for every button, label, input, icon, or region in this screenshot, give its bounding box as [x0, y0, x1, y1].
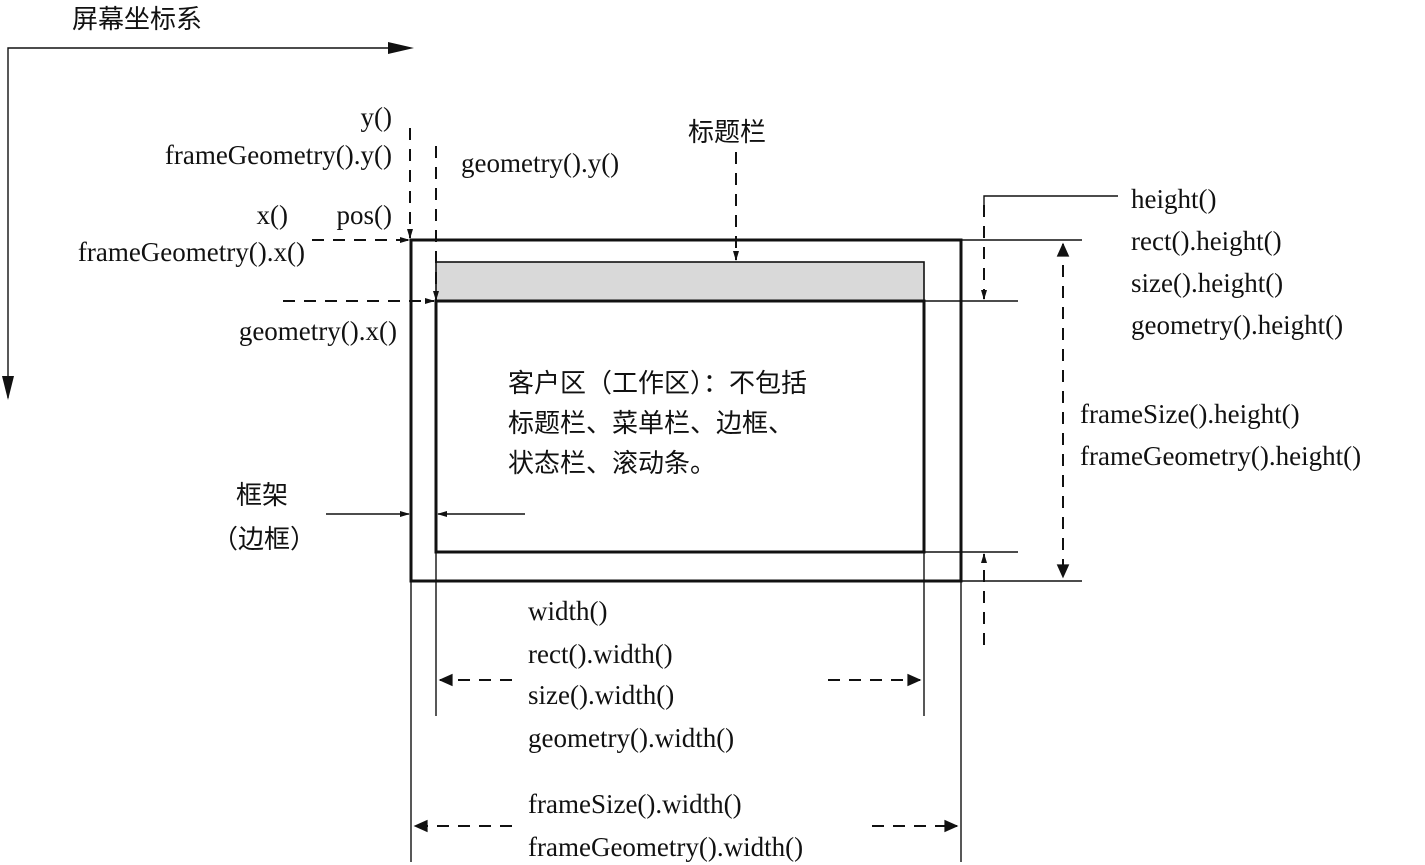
- height-leader: [983, 195, 1118, 205]
- frame-border-label-1: 框架: [236, 481, 288, 511]
- title-bar-callout: 标题栏: [688, 118, 766, 261]
- label-geometry-x: geometry().x(): [239, 316, 397, 346]
- top-left-indicators: y() frameGeometry().y() geometry().y() x…: [78, 102, 619, 346]
- height-label-3: size().height(): [1131, 268, 1283, 298]
- client-height-indicators: height() rect().height() size().height()…: [924, 184, 1343, 645]
- label-frame-geometry-y: frameGeometry().y(): [165, 140, 392, 170]
- width-label-1: width(): [528, 596, 607, 626]
- width-label-4: geometry().width(): [528, 723, 734, 753]
- frame-width-label-1: frameSize().width(): [528, 789, 742, 819]
- height-label-4: geometry().height(): [1131, 310, 1343, 340]
- client-area: [434, 299, 926, 554]
- frame-border-callout: 框架 （边框）: [212, 481, 525, 555]
- height-label-2: rect().height(): [1131, 226, 1282, 256]
- client-area-line-3: 状态栏、滚动条。: [508, 449, 716, 479]
- client-area-text: 客户区（工作区）：不包括 标题栏、菜单栏、边框、 状态栏、滚动条。: [508, 369, 807, 479]
- width-label-3: size().width(): [528, 680, 674, 710]
- frame-border-label-2: （边框）: [212, 525, 316, 555]
- screen-axes: 屏幕坐标系: [2, 5, 414, 400]
- frame-width-indicators: frameSize().width() frameGeometry().widt…: [410, 581, 962, 862]
- label-geometry-y: geometry().y(): [461, 148, 619, 178]
- label-pos: pos(): [337, 200, 393, 230]
- client-area-line-2: 标题栏、菜单栏、边框、: [508, 409, 794, 439]
- screen-coord-label: 屏幕坐标系: [72, 5, 202, 35]
- title-bar: [435, 261, 925, 302]
- frame-height-label-2: frameGeometry().height(): [1080, 441, 1361, 471]
- y-axis-arrow: [2, 376, 14, 400]
- width-label-2: rect().width(): [528, 639, 673, 669]
- frame-width-label-2: frameGeometry().width(): [528, 832, 803, 862]
- screen-axis-lines: [7, 47, 410, 398]
- label-y: y(): [361, 102, 392, 132]
- label-x: x(): [257, 200, 288, 230]
- client-area-line-1: 客户区（工作区）：不包括: [508, 369, 807, 399]
- x-axis-arrow: [388, 42, 414, 54]
- frame-height-label-1: frameSize().height(): [1080, 399, 1300, 429]
- height-label-1: height(): [1131, 184, 1216, 214]
- title-bar-label: 标题栏: [688, 118, 766, 148]
- frame-height-indicators: frameSize().height() frameGeometry().hei…: [961, 239, 1361, 582]
- client-width-indicators: width() rect().width() size().width() ge…: [435, 552, 925, 753]
- label-frame-geometry-x: frameGeometry().x(): [78, 237, 305, 267]
